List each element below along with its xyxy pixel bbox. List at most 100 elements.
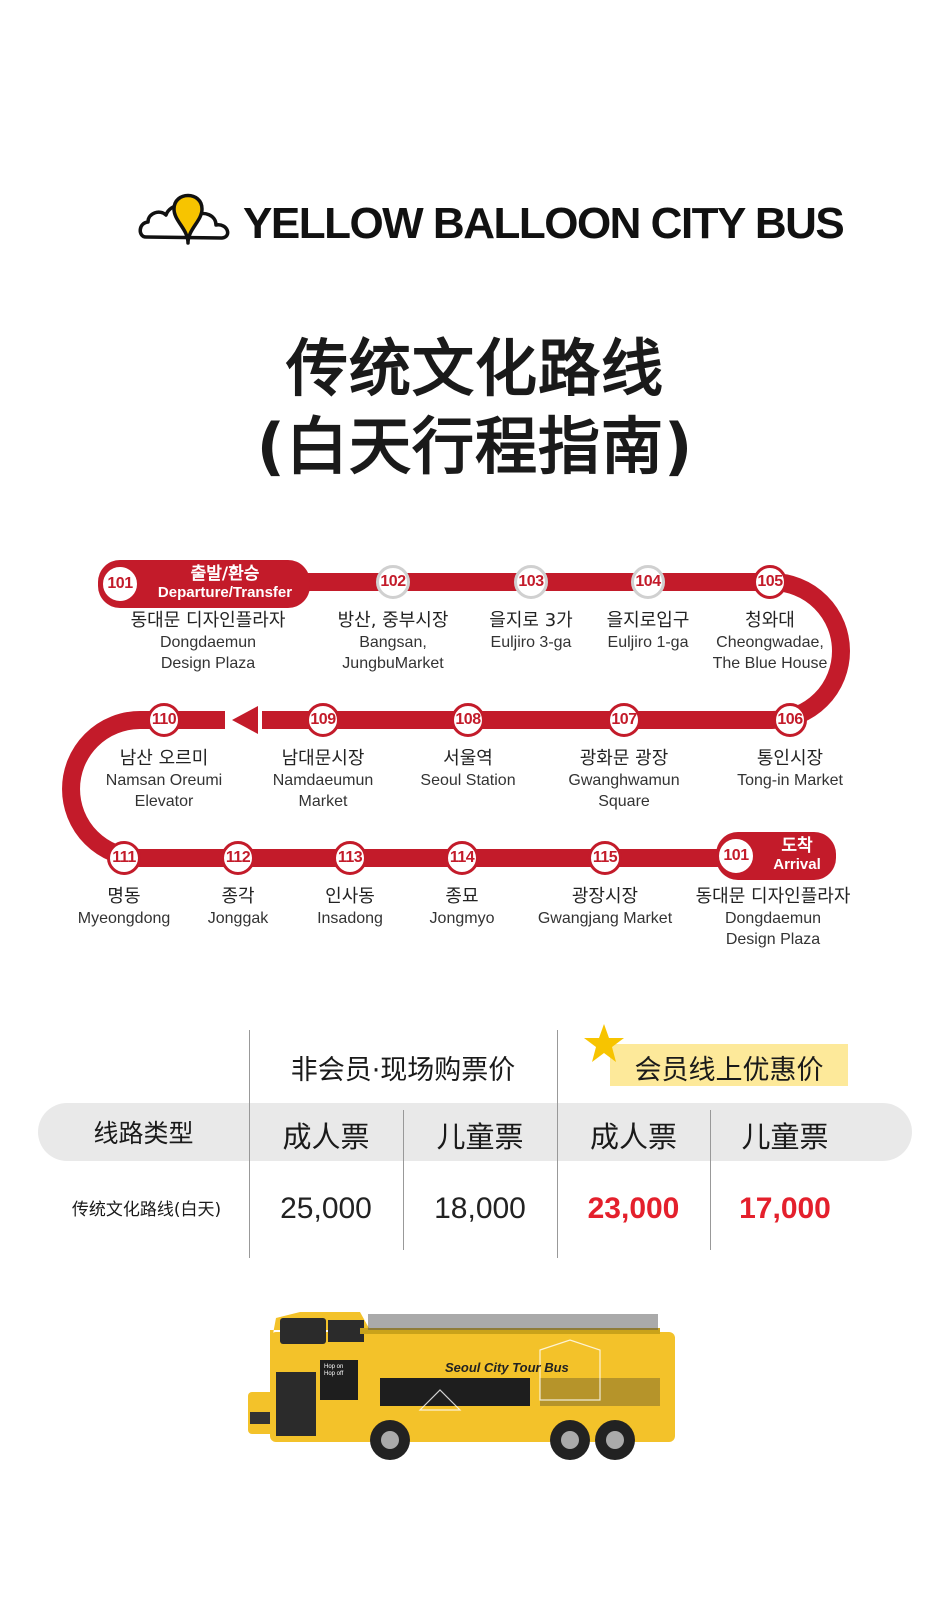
stop-name-ko: 서울역 (443, 748, 493, 769)
page-title-line-2: (白天行程指南) (256, 410, 694, 483)
arrival-ko-label: 도착 (781, 836, 813, 856)
member-adult-header: 成人票 (589, 1120, 677, 1154)
stop-name-en: Design Plaza (725, 931, 821, 948)
stop-badge-start: 101 (103, 567, 137, 601)
stop-label-107: 광화문 광장 Gwanghwamun Square (568, 748, 679, 812)
stop-badge-109: 109 (306, 703, 340, 737)
stop-name-en: Cheongwadae, (716, 634, 824, 651)
stop-label-102: 방산, 중부시장 Bangsan, JungbuMarket (338, 610, 449, 674)
stop-name-ko: 방산, 중부시장 (337, 610, 449, 631)
stop-name-en: Myeongdong (77, 910, 171, 927)
stop-name-en: Seoul Station (420, 772, 516, 789)
stop-label-114: 종묘 Jongmyo (430, 886, 495, 929)
brand-header: YELLOW BALLOON CITY BUS (0, 185, 950, 260)
stop-name-ko: 종묘 (445, 886, 479, 907)
stop-name-en: Design Plaza (160, 655, 256, 672)
brand-name: YELLOW BALLOON CITY BUS (243, 199, 845, 248)
stop-name-en: Market (298, 793, 348, 810)
stop-badge-105: 105 (753, 565, 787, 599)
nonmember-child-price: 18,000 (434, 1192, 526, 1225)
stop-name-en: Gwanghwamun (568, 772, 680, 789)
stop-name-ko: 청와대 (745, 610, 795, 631)
stop-label-101-start: 동대문 디자인플라자 Dongdaemun Design Plaza (131, 610, 286, 674)
nonmember-child-header: 儿童票 (436, 1120, 524, 1154)
double-decker-bus-illustration: Seoul City Tour Bus Hop on Hop off (240, 1300, 680, 1470)
departure-en-label: Departure/Transfer (157, 584, 293, 601)
stop-label-101-end: 동대문 디자인플라자 Dongdaemun Design Plaza (696, 886, 851, 950)
page-title-line-1: 传统文化路线 (285, 332, 664, 405)
stop-name-ko: 명동 (107, 886, 141, 907)
stop-label-108: 서울역 Seoul Station (420, 748, 515, 791)
member-group-header: 会员线上优惠价 (634, 1055, 824, 1086)
stop-label-103: 을지로 3가 Euljiro 3-ga (489, 610, 572, 653)
stop-badge-107: 107 (607, 703, 641, 737)
stop-name-ko: 통인시장 (756, 748, 824, 769)
table-header-bar (38, 1103, 912, 1161)
stop-label-113: 인사동 Insadong (317, 886, 383, 929)
bus-side-text: Seoul City Tour Bus (445, 1360, 569, 1375)
stop-label-111: 명동 Myeongdong (78, 886, 171, 929)
stop-name-ko: 을지로입구 (606, 610, 690, 631)
balloon-cloud-icon (138, 193, 230, 245)
stop-badge-115: 115 (588, 841, 622, 875)
member-child-header: 儿童票 (741, 1120, 829, 1154)
bus-door-text-2: Hop off (324, 1371, 344, 1377)
stop-label-105: 청와대 Cheongwadae, The Blue House (713, 610, 828, 674)
route-name-cell: 传统文化路线(白天) (71, 1200, 222, 1220)
star-icon (584, 1024, 624, 1062)
stop-name-ko: 남대문시장 (281, 748, 365, 769)
stop-label-106: 통인시장 Tong-in Market (737, 748, 843, 791)
stop-badge-106: 106 (773, 703, 807, 737)
stop-label-104: 을지로입구 Euljiro 1-ga (607, 610, 690, 653)
stop-name-en: Elevator (134, 793, 194, 810)
departure-ko-label: 출발/환승 (190, 564, 260, 584)
arrival-pill: 101 도착 Arrival (716, 832, 836, 880)
stop-badge-114: 114 (445, 841, 479, 875)
stop-name-en: Namsan Oreumi (105, 772, 223, 789)
stop-badge-end: 101 (719, 839, 753, 873)
stop-name-en: Insadong (317, 910, 383, 927)
stop-name-en: JungbuMarket (342, 655, 444, 672)
stop-badge-102: 102 (376, 565, 410, 599)
arrival-en-label: Arrival (773, 856, 821, 873)
member-highlight (610, 1044, 848, 1086)
bus-graphic (248, 1312, 675, 1460)
stop-name-en: Jongmyo (429, 910, 495, 927)
stop-badge-113: 113 (333, 841, 367, 875)
stop-name-ko: 인사동 (325, 886, 375, 907)
stop-badge-111: 111 (107, 841, 141, 875)
stop-name-en: Gwangjang Market (537, 910, 673, 927)
member-adult-price: 23,000 (587, 1192, 680, 1225)
stop-name-en: Namdaeumun (272, 772, 374, 789)
stop-badge-104: 104 (631, 565, 665, 599)
divider (403, 1110, 404, 1250)
stop-name-ko: 종각 (221, 886, 255, 907)
divider (249, 1030, 250, 1258)
stop-label-112: 종각 Jonggak (208, 886, 269, 929)
stop-name-ko: 을지로 3가 (489, 610, 573, 631)
stop-name-ko: 동대문 디자인플라자 (130, 610, 286, 631)
pricing-table: 非会员·现场购票价 会员线上优惠价 线路类型 成人票 儿童票 成人票 儿童票 传… (0, 1024, 950, 1270)
stop-name-en: Square (598, 793, 650, 810)
stop-badge-108: 108 (451, 703, 485, 737)
stop-label-109: 남대문시장 Namdaeumun Market (273, 748, 374, 812)
stop-name-en: Bangsan, (359, 634, 427, 651)
nonmember-adult-header: 成人票 (282, 1120, 370, 1154)
stop-name-ko: 광화문 광장 (579, 748, 669, 769)
stop-name-en: Euljiro 1-ga (607, 634, 689, 651)
stop-label-110: 남산 오르미 Namsan Oreumi Elevator (106, 748, 222, 812)
stop-badge-110: 110 (147, 703, 181, 737)
stop-badge-103: 103 (514, 565, 548, 599)
direction-arrow-icon (232, 706, 258, 734)
stop-name-en: Dongdaemun (159, 634, 257, 651)
divider (710, 1110, 711, 1250)
stop-label-115: 광장시장 Gwangjang Market (538, 886, 672, 929)
bus-door-text-1: Hop on (324, 1364, 344, 1370)
nonmember-adult-price: 25,000 (280, 1192, 372, 1225)
departure-transfer-pill: 101 출발/환승 Departure/Transfer (98, 560, 310, 608)
stop-name-en: Euljiro 3-ga (490, 634, 572, 651)
stop-name-en: The Blue House (712, 655, 828, 672)
divider (557, 1030, 558, 1258)
bus-door-text: Hop on Hop off (324, 1364, 343, 1378)
stop-name-en: Jonggak (207, 910, 269, 927)
